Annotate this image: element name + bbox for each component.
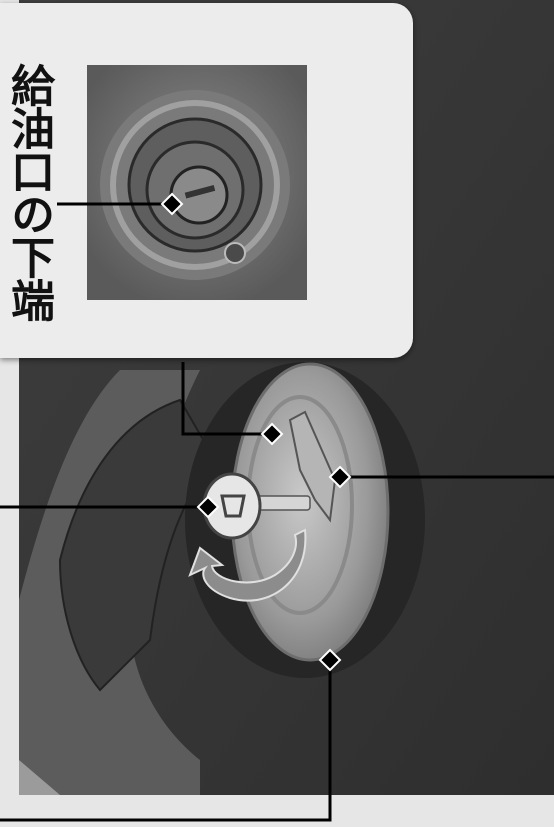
detail-inset: 給油口の下端 [0,3,413,358]
cap-lever [288,410,337,523]
key-logo [220,494,246,518]
turn-arrow-icon [188,528,307,602]
fairing-panel [58,398,217,692]
key-head [202,472,262,540]
detail-photo [87,65,307,300]
inset-title: 給油口の下端 [3,63,54,321]
